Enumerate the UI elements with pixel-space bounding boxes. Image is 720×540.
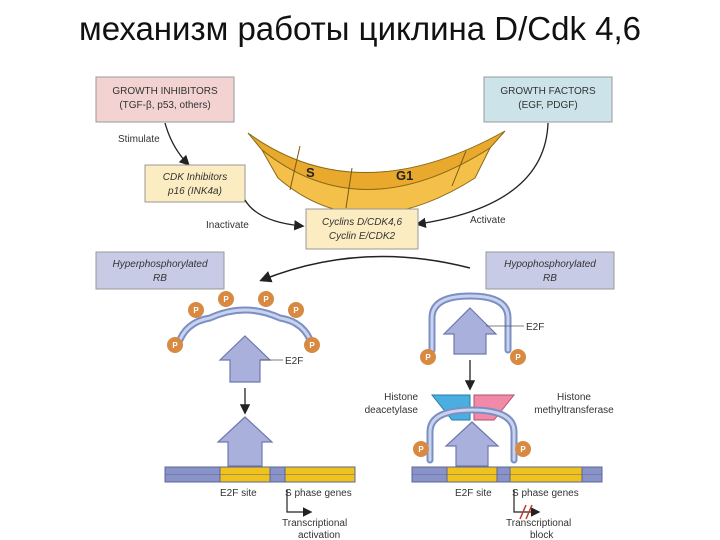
hyperphosphorylated-rb-box: Hyperphosphorylated RB xyxy=(95,251,225,290)
phosphate-right-4: P xyxy=(515,441,531,457)
hypophosphorylated-rb-box: Hypophosphorylated RB xyxy=(485,251,615,290)
growth-inhibitors-line1: GROWTH INHIBITORS xyxy=(112,86,218,97)
histone-methyl-line1: Histone xyxy=(557,392,591,403)
cell-cycle-arc: S G1 xyxy=(247,130,506,215)
block-mark-2 xyxy=(525,504,533,520)
phosphate-left-1: P xyxy=(188,302,204,318)
svg-text:P: P xyxy=(515,353,521,362)
hyper-rb-line1: Hyperphosphorylated xyxy=(112,259,207,270)
svg-text:P: P xyxy=(520,445,526,454)
right-blocked-arrow xyxy=(513,490,541,517)
left-rb-released: P P P P P P xyxy=(167,291,320,353)
right-result-line2: block xyxy=(530,530,554,540)
inactivate-label: Inactivate xyxy=(206,220,249,231)
left-s-phase-genes-label: S phase genes xyxy=(285,488,352,499)
right-result-line1: Transcriptional xyxy=(506,518,571,529)
right-s-phase-genes-label: S phase genes xyxy=(512,488,579,499)
phosphate-left-6: P xyxy=(304,337,320,353)
histone-deacetylase-line1: Histone xyxy=(384,392,418,403)
hypo-rb-line2: RB xyxy=(543,273,557,284)
histone-deacetylase-line2: deacetylase xyxy=(365,405,419,416)
stimulate-arrow xyxy=(164,122,190,166)
right-rb-on-dna: P P xyxy=(413,406,531,467)
stimulate-label: Stimulate xyxy=(118,134,160,145)
phosphorylation-arrow xyxy=(259,255,471,283)
e2f-left-free xyxy=(218,335,272,383)
hypo-rb-line1: Hypophosphorylated xyxy=(504,259,596,270)
histone-methyl-line2: methyltransferase xyxy=(534,405,614,416)
growth-factors-line1: GROWTH FACTORS xyxy=(500,86,596,97)
right-dna xyxy=(411,466,603,483)
svg-text:P: P xyxy=(172,341,178,350)
growth-factors-box: GROWTH FACTORS (EGF, PDGF) xyxy=(483,76,613,123)
cyclins-line2: Cyclin E/CDK2 xyxy=(329,231,396,242)
phosphate-left-5: P xyxy=(167,337,183,353)
left-dna xyxy=(164,466,356,483)
growth-inhibitors-line2: (TGF-β, p53, others) xyxy=(119,100,210,111)
block-mark-1 xyxy=(519,504,527,520)
svg-text:P: P xyxy=(193,306,199,315)
phosphate-right-1: P xyxy=(420,349,436,365)
phosphate-left-3: P xyxy=(258,291,274,307)
e2f-right-on-dna xyxy=(444,421,500,467)
inactivate-arrow xyxy=(244,199,305,231)
growth-inhibitors-box: GROWTH INHIBITORS (TGF-β, p53, others) xyxy=(95,76,235,123)
svg-text:P: P xyxy=(223,295,229,304)
phase-s-label: S xyxy=(306,165,315,180)
svg-text:P: P xyxy=(418,445,424,454)
slide-title: механизм работы циклина D/Cdk 4,6 xyxy=(79,10,641,47)
svg-text:P: P xyxy=(293,306,299,315)
phosphate-left-2: P xyxy=(218,291,234,307)
e2f-left-bound xyxy=(216,416,274,467)
svg-text:P: P xyxy=(425,353,431,362)
svg-text:P: P xyxy=(309,341,315,350)
cyclins-line1: Cyclins D/CDK4,6 xyxy=(322,217,402,228)
cyclins-box: Cyclins D/CDK4,6 Cyclin E/CDK2 xyxy=(305,208,419,250)
activate-label: Activate xyxy=(470,215,506,226)
e2f-left-label: E2F xyxy=(285,356,303,367)
phosphate-left-4: P xyxy=(288,302,304,318)
left-e2f-site-label: E2F site xyxy=(220,488,257,499)
growth-factors-line2: (EGF, PDGF) xyxy=(518,100,577,111)
phosphate-right-2: P xyxy=(510,349,526,365)
left-result-line1: Transcriptional xyxy=(282,518,347,529)
left-result-line2: activation xyxy=(298,530,340,540)
right-rb-complex: P P xyxy=(420,292,526,365)
cdk-inhibitors-line2: p16 (INK4a) xyxy=(167,186,222,197)
right-e2f-site-label: E2F site xyxy=(455,488,492,499)
e2f-right-bound-rb xyxy=(442,307,498,355)
phosphate-right-3: P xyxy=(413,441,429,457)
left-transcription-arrow xyxy=(286,490,313,517)
svg-text:P: P xyxy=(263,295,269,304)
e2f-right-label: E2F xyxy=(526,322,544,333)
cdk-inhibitors-box: CDK Inhibitors p16 (INK4a) xyxy=(144,164,246,203)
phase-g1-label: G1 xyxy=(396,168,413,183)
activate-arrow xyxy=(415,122,549,228)
hyper-rb-line2: RB xyxy=(153,273,167,284)
cdk-inhibitors-line1: CDK Inhibitors xyxy=(163,172,227,183)
